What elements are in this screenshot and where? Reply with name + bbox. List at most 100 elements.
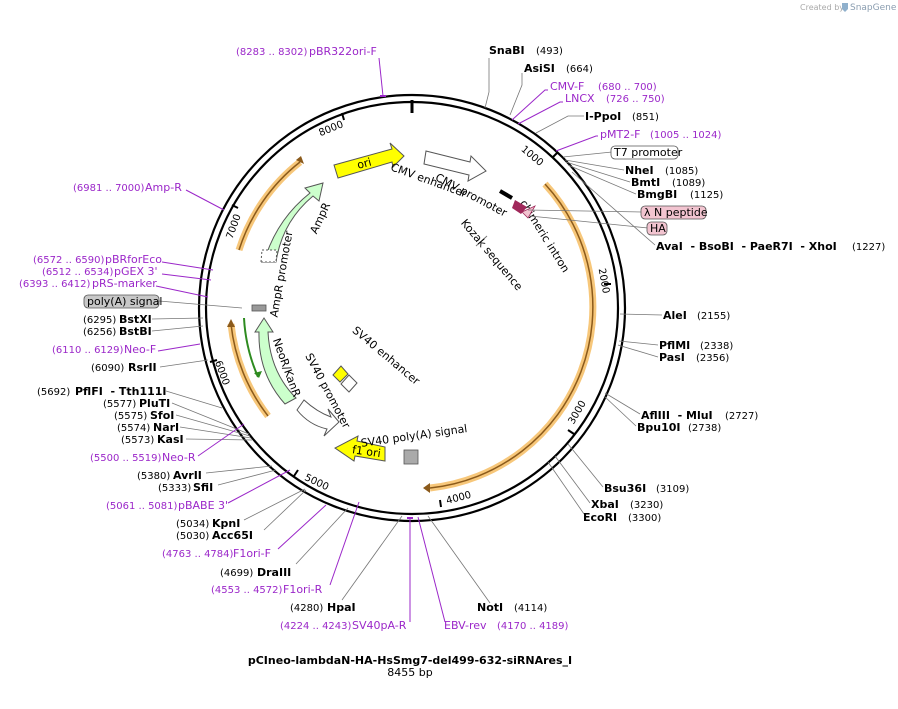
svg-text:Kozak sequence: Kozak sequence (458, 217, 525, 294)
svg-text:AvrII: AvrII (173, 469, 202, 482)
svg-text:(5333): (5333) (158, 483, 191, 494)
primer-cmv-f: CMV-F (680 .. 700) (511, 80, 657, 121)
primer-neo-f: (6110 .. 6129) Neo-F (52, 343, 201, 356)
svg-text:EcoRI: EcoRI (583, 511, 617, 524)
primer-neo-r: (5500 .. 5519) Neo-R (90, 423, 245, 464)
svg-text:PflFI - Tth111I: PflFI - Tth111I (75, 385, 167, 398)
primer-amp-r: (6981 .. 7000) Amp-R (73, 181, 225, 211)
svg-text:BstBI: BstBI (119, 325, 152, 338)
primer-pbrforeco: (6572 .. 6590) pBRforEco (33, 253, 214, 271)
site-tth111i: (5692) PflFI - Tth111I (37, 385, 223, 409)
site-pasi: PasI (2356) (617, 344, 729, 364)
neo-green-arc (243, 317, 259, 378)
svg-text:(5573): (5573) (121, 435, 154, 446)
svg-text:(6256): (6256) (83, 327, 116, 338)
primer-pmt2-f: pMT2-F (1005 .. 1024) (555, 128, 722, 152)
snapgene-brand: SnapGene (850, 3, 897, 13)
svg-text:(2356): (2356) (696, 353, 729, 364)
site-noti: NotI (4114) (427, 515, 547, 614)
svg-text:CMV-F: CMV-F (550, 80, 584, 93)
svg-text:(4224 .. 4243): (4224 .. 4243) (280, 621, 352, 632)
svg-text:(6393 .. 6412): (6393 .. 6412) (19, 279, 91, 290)
svg-text:NotI: NotI (477, 601, 503, 614)
svg-text:(6512 .. 6534): (6512 .. 6534) (42, 267, 114, 278)
svg-text:AflIII - MluI: AflIII - MluI (641, 409, 713, 422)
feature-f1ori: f1 ori (334, 435, 386, 462)
svg-text:λ N peptide: λ N peptide (644, 206, 708, 219)
svg-text:SfiI: SfiI (193, 481, 213, 494)
svg-text:(6981 .. 7000): (6981 .. 7000) (73, 183, 145, 194)
cds-orf-right (423, 181, 597, 493)
svg-text:pRS-marker: pRS-marker (92, 277, 157, 290)
svg-text:(5574): (5574) (117, 423, 150, 434)
primer-f1ori-f: (4763 .. 4784) F1ori-F (162, 504, 327, 560)
feature-ori: ori (333, 142, 405, 179)
tick-6000: 6000 (212, 359, 231, 387)
ha-label: HA (529, 215, 668, 236)
svg-text:AmpR: AmpR (307, 200, 333, 236)
site-acc65i: (5030) Acc65I (176, 489, 307, 542)
site-bmti: BmtI (1089) (565, 161, 705, 189)
site-bsu36i: Bsu36I (3109) (567, 443, 689, 495)
site-i-ppoi: I-PpoI (851) (535, 110, 659, 134)
svg-text:(5061 .. 5081): (5061 .. 5081) (106, 501, 178, 512)
tick-4000: 4000 (445, 490, 472, 507)
svg-text:(664): (664) (566, 64, 593, 75)
site-bstbi: (6256) BstBI (83, 325, 204, 338)
polya-signal-label: poly(A) signal (83, 294, 243, 309)
svg-text:poly(A) signal: poly(A) signal (87, 295, 162, 308)
feature-kozak: Kozak sequence (458, 217, 525, 294)
primer-f1ori-r: (4553 .. 4572) F1ori-R (211, 501, 360, 596)
svg-text:pMT2-F: pMT2-F (600, 128, 641, 141)
svg-text:PflMI: PflMI (659, 339, 690, 352)
site-nhei: NheI (1085) (564, 159, 698, 177)
snapgene-logo: SnapGene (842, 3, 897, 13)
primer-prs-marker: (6393 .. 6412) pRS-marker (19, 277, 209, 298)
cds-orf-neo (227, 319, 271, 419)
svg-text:LNCX: LNCX (565, 92, 595, 105)
primer-pbabe3: (5061 .. 5081) pBABE 3' (106, 469, 291, 512)
svg-text:f1 ori: f1 ori (351, 443, 381, 460)
svg-text:(4763 .. 4784): (4763 .. 4784) (162, 549, 234, 560)
svg-text:(5577): (5577) (103, 399, 136, 410)
svg-text:SfoI: SfoI (150, 409, 174, 422)
svg-text:BstXI: BstXI (119, 313, 152, 326)
svg-text:(2155): (2155) (697, 311, 730, 322)
svg-text:(6110 .. 6129): (6110 .. 6129) (52, 345, 124, 356)
svg-text:pBRforEco: pBRforEco (105, 253, 162, 266)
svg-text:(1085): (1085) (665, 166, 698, 177)
primer-pbr322ori-f: (8283 .. 8302) pBR322ori-F (236, 45, 386, 97)
svg-text:(1227): (1227) (852, 242, 885, 253)
svg-text:KasI: KasI (157, 433, 184, 446)
feature-sv40-promoter: SV40 promoter (296, 351, 353, 437)
site-kasi: (5573) KasI (121, 433, 253, 446)
svg-text:pBABE 3': pBABE 3' (178, 499, 228, 512)
svg-text:(4553 .. 4572): (4553 .. 4572) (211, 585, 283, 596)
svg-text:SV40 poly(A) signal: SV40 poly(A) signal (360, 422, 468, 450)
primer-sv40pa-r: (4224 .. 4243) SV40pA-R (280, 517, 413, 632)
svg-text:(2338): (2338) (700, 341, 733, 352)
t7-promoter-label: T7 promoter (562, 145, 683, 160)
svg-text:(5380): (5380) (137, 471, 170, 482)
plasmid-title: pCIneo-lambdaN-HA-HsSmg7-del499-632-siRN… (248, 654, 572, 667)
svg-text:SV40 enhancer: SV40 enhancer (350, 324, 423, 388)
site-bstxi: (6295) BstXI (83, 313, 204, 326)
site-bmgbi: BmgBI (1125) (567, 164, 723, 201)
site-kpni: (5034) KpnI (176, 488, 306, 530)
svg-text:F1ori-R: F1ori-R (283, 583, 323, 596)
svg-text:NheI: NheI (625, 164, 654, 177)
svg-text:(5575): (5575) (114, 411, 147, 422)
primer-pgex3: (6512 .. 6534) pGEX 3' (42, 265, 212, 281)
svg-text:XbaI: XbaI (591, 498, 619, 511)
svg-text:ori: ori (356, 156, 373, 172)
polya-marker (251, 304, 267, 312)
site-sfoi: (5575) SfoI (114, 409, 251, 437)
svg-text:(851): (851) (632, 112, 659, 123)
svg-text:(6572 .. 6590): (6572 .. 6590) (33, 255, 105, 266)
svg-text:pGEX 3': pGEX 3' (114, 265, 158, 278)
svg-text:(4170 .. 4189): (4170 .. 4189) (497, 621, 569, 632)
svg-text:AleI: AleI (663, 309, 687, 322)
site-draiii: (4699) DraIII (220, 507, 349, 579)
svg-text:Bsu36I: Bsu36I (604, 482, 646, 495)
plasmid-length: 8455 bp (387, 666, 432, 679)
